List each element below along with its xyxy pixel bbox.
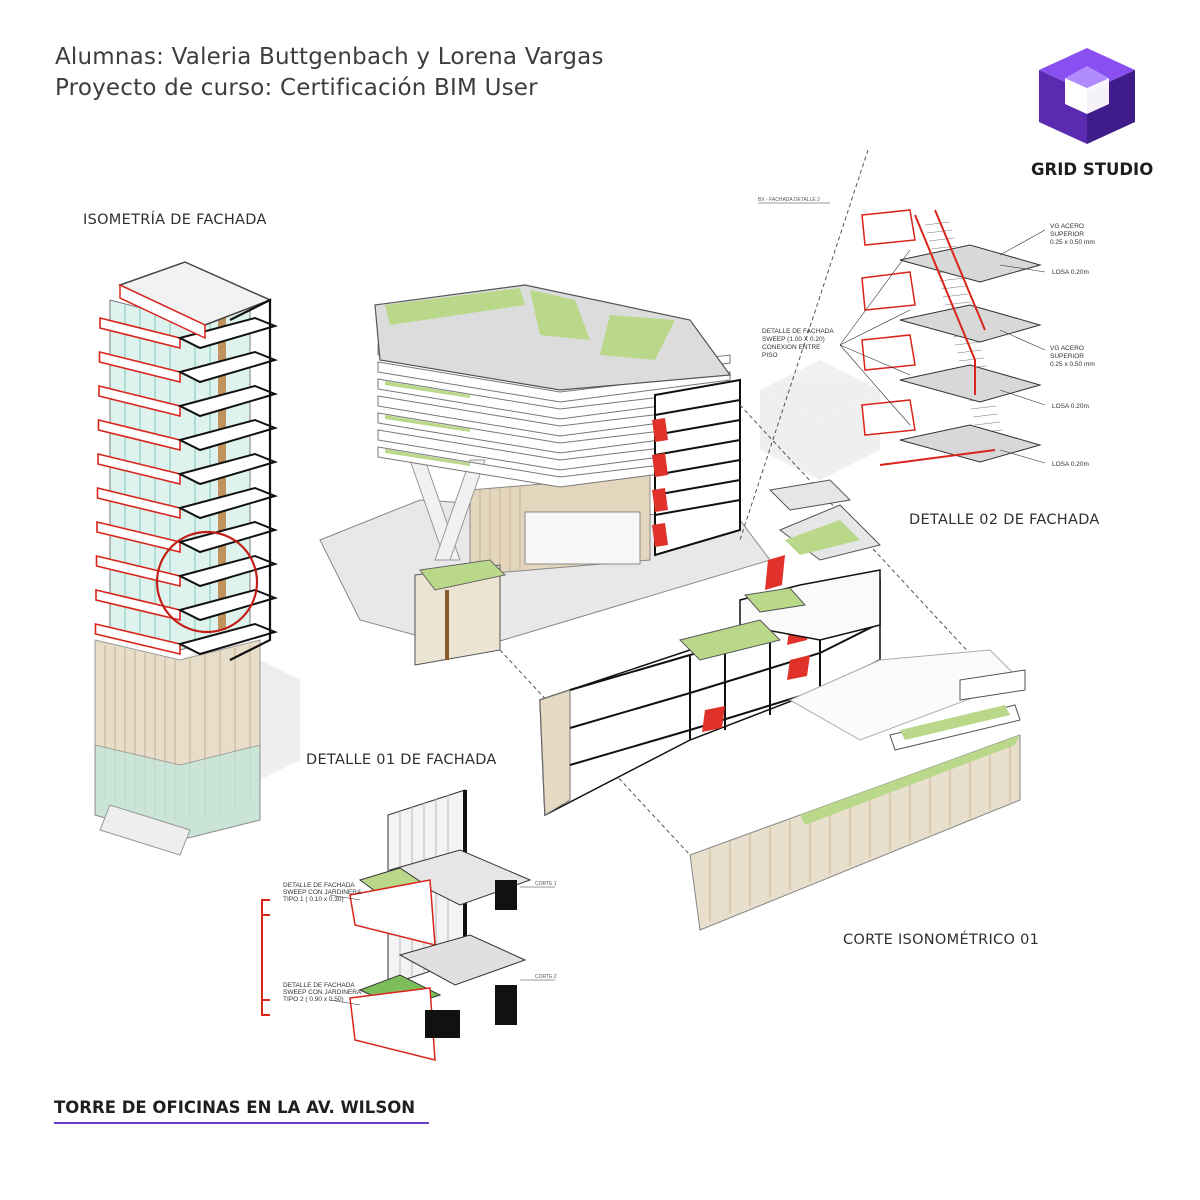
tower-floor-slab	[96, 520, 279, 554]
tower-floor-slab	[94, 622, 279, 656]
stair-tread	[940, 285, 967, 290]
stair-tread	[926, 229, 953, 234]
stair-tread	[930, 245, 957, 250]
tower-floor-slab	[99, 316, 279, 350]
central-floor-slab	[377, 446, 731, 488]
stair-tread	[956, 349, 983, 354]
svg-text:DETALLE DE FACHADA: DETALLE DE FACHADA	[762, 328, 834, 335]
svg-text:CONEXION ENTRE: CONEXION ENTRE	[762, 344, 821, 351]
stair-tread	[954, 341, 981, 346]
svg-text:VG ACERO: VG ACERO	[1050, 223, 1084, 230]
svg-text:CORTE 1: CORTE 1	[535, 881, 557, 887]
detalle02-sheet-title: BX - FACHADA DETALLE 2	[758, 197, 820, 203]
stair-tread	[976, 429, 1003, 434]
grid-studio-cube-logo-icon	[1035, 48, 1140, 148]
logo-name: GRID STUDIO	[1031, 160, 1154, 179]
stair-tread	[972, 413, 999, 418]
stair-tread	[978, 437, 1005, 442]
stair-tread	[964, 381, 991, 386]
stair-tread	[968, 397, 995, 402]
central-floor-slab	[377, 361, 731, 403]
central-floor-slab	[377, 344, 731, 386]
svg-text:SWEEP (1.00 X 0.20): SWEEP (1.00 X 0.20)	[762, 336, 825, 343]
watermark-cube-icon	[140, 640, 300, 800]
students-line: Alumnas: Valeria Buttgenbach y Lorena Va…	[55, 44, 604, 70]
tower-floor-slab	[95, 554, 279, 588]
label-detalle02: DETALLE 02 DE FACHADA	[909, 512, 1100, 528]
tower-floor-slab	[96, 486, 279, 520]
label-detalle01: DETALLE 01 DE FACHADA	[306, 752, 497, 768]
project-title: TORRE DE OFICINAS EN LA AV. WILSON	[54, 1098, 416, 1117]
svg-text:CORTE 2: CORTE 2	[535, 974, 557, 980]
stair-tread	[966, 389, 993, 394]
stair-tread	[924, 221, 951, 226]
svg-text:0.25 x 0.50 mm: 0.25 x 0.50 mm	[1050, 361, 1095, 368]
tower-floor-slab	[97, 452, 279, 486]
tower-floor-slab	[95, 588, 279, 622]
stair-tread	[938, 277, 965, 282]
stair-tread	[928, 237, 955, 242]
svg-text:TIPO 1 ( 0.10 x 0.30): TIPO 1 ( 0.10 x 0.30)	[283, 896, 344, 903]
svg-text:PISO: PISO	[762, 352, 778, 359]
stair-tread	[944, 301, 971, 306]
svg-text:SWEEP CON JARDINERA: SWEEP CON JARDINERA	[283, 889, 362, 896]
project-title-underline	[54, 1122, 429, 1124]
stair-tread	[948, 317, 975, 322]
stair-tread	[960, 365, 987, 370]
stair-tread	[958, 357, 985, 362]
stair-tread	[932, 253, 959, 258]
svg-text:LOSA 0.20m: LOSA 0.20m	[1052, 403, 1089, 410]
stair-tread	[936, 269, 963, 274]
stair-tread	[934, 261, 961, 266]
stair-tread	[962, 373, 989, 378]
central-floor-slab	[377, 412, 731, 454]
course-line: Proyecto de curso: Certificación BIM Use…	[55, 75, 538, 101]
svg-text:SUPERIOR: SUPERIOR	[1050, 353, 1084, 360]
svg-text:DETALLE DE FACHADA: DETALLE DE FACHADA	[283, 982, 355, 989]
svg-text:DETALLE DE FACHADA: DETALLE DE FACHADA	[283, 882, 355, 889]
tower-floor-slab	[98, 350, 279, 384]
label-corte: CORTE ISONOMÉTRICO 01	[843, 932, 1040, 948]
stair-tread	[942, 293, 969, 298]
tower-floor-slab	[97, 418, 279, 452]
central-floor-slab	[377, 429, 731, 471]
tower-floor-slab	[98, 384, 279, 418]
stair-tread	[970, 405, 997, 410]
label-isometria: ISOMETRÍA DE FACHADA	[83, 212, 267, 228]
stair-tread	[974, 421, 1001, 426]
svg-text:SWEEP CON JARDINERA: SWEEP CON JARDINERA	[283, 989, 362, 996]
stair-tread	[952, 333, 979, 338]
central-floor-slab	[377, 378, 731, 420]
central-floor-slab	[377, 395, 731, 437]
stair-tread	[950, 325, 977, 330]
stair-tread	[946, 309, 973, 314]
svg-text:TIPO 2 ( 0.90 x 0.50): TIPO 2 ( 0.90 x 0.50)	[283, 996, 344, 1003]
svg-text:LOSA 0.20m: LOSA 0.20m	[1052, 269, 1089, 276]
svg-text:LOSA 0.20m: LOSA 0.20m	[1052, 461, 1089, 468]
svg-text:SUPERIOR: SUPERIOR	[1050, 231, 1084, 238]
svg-text:0.25 x 0.50 mm: 0.25 x 0.50 mm	[1050, 239, 1095, 246]
svg-text:VG ACERO: VG ACERO	[1050, 345, 1084, 352]
